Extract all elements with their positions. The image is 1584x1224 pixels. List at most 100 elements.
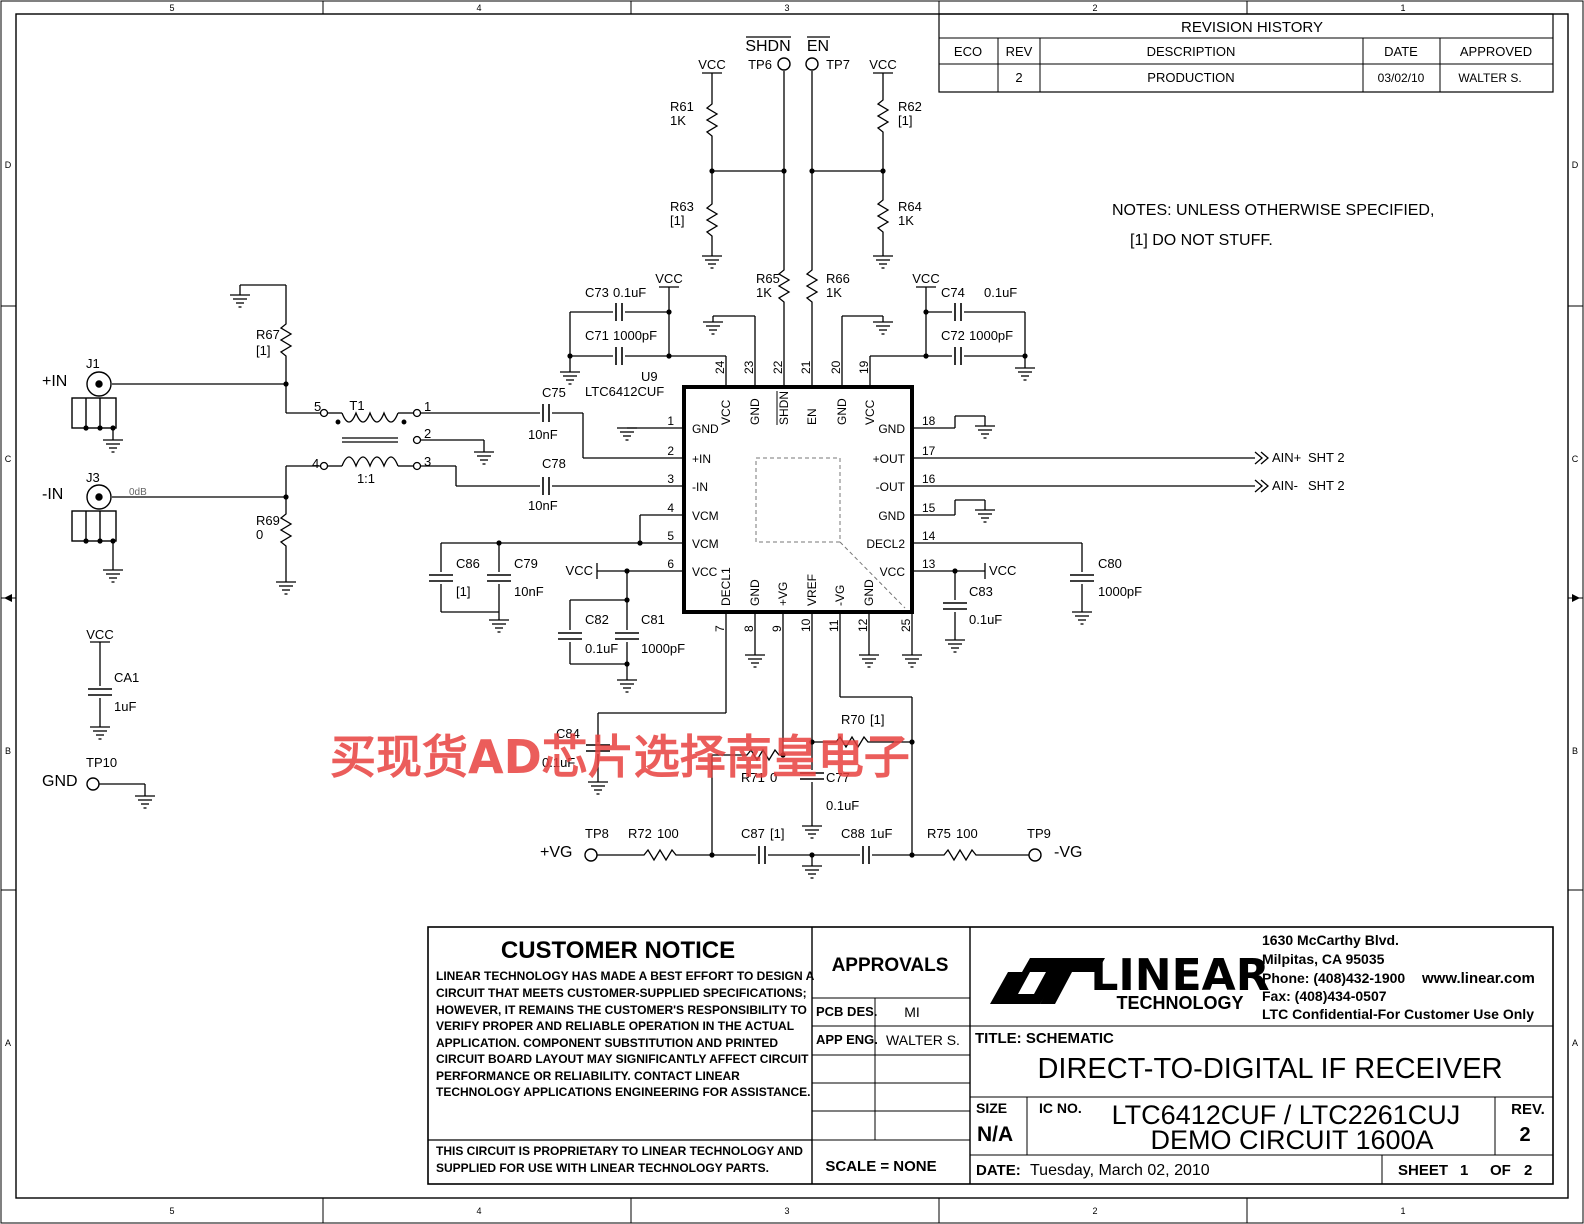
t1-pin4: 4: [312, 456, 319, 471]
net-vcc-2: VCC: [869, 57, 896, 72]
ic-pin-num-14: 14: [922, 529, 936, 543]
drawing-title: DIRECT-TO-DIGITAL IF RECEIVER: [1037, 1053, 1502, 1085]
ic-pin-name-18: GND: [878, 422, 905, 436]
ic-pin-num-3: 3: [667, 472, 674, 486]
tp9-label: TP9: [1027, 826, 1051, 841]
r63-val: [1]: [670, 213, 684, 228]
ic-pin-num-20: 20: [829, 360, 843, 374]
c71-val: 1000pF: [613, 328, 657, 343]
c81-ref: C81: [641, 612, 665, 627]
net-vcc-7: VCC: [989, 563, 1016, 578]
vcc-symbols: [90, 72, 986, 643]
zone-bottom-4: 4: [476, 1206, 481, 1216]
c84-val: 0.1uF: [542, 755, 575, 770]
u9-ref: U9: [641, 369, 658, 384]
net-ain-p-sheet: SHT 2: [1308, 450, 1345, 465]
offsheet-arrows: [1254, 451, 1269, 493]
tp8-circle: [584, 848, 598, 862]
app-eng-label: APP ENG.: [816, 1032, 878, 1047]
r66-ref: R66: [826, 271, 850, 286]
r65-ref: R65: [756, 271, 780, 286]
ic-pin-name-11: -VG: [833, 585, 847, 606]
j1-label: J1: [86, 356, 100, 371]
r71-val: 0: [770, 770, 777, 785]
r71-ref: R71: [741, 770, 765, 785]
rev-header-approved: APPROVED: [1460, 44, 1532, 59]
ic-pin-num-23: 23: [742, 360, 756, 374]
of-label: OF: [1490, 1162, 1511, 1179]
r69-ref: R69: [256, 513, 280, 528]
r70-val: [1]: [870, 712, 884, 727]
c87-val: [1]: [770, 826, 784, 841]
tp7-label: TP7: [826, 57, 850, 72]
r72-ref: R72: [628, 826, 652, 841]
ic-pin-name-20: GND: [835, 398, 849, 425]
t1-pin3: 3: [424, 454, 431, 469]
address-line-2: Milpitas, CA 95035: [1262, 951, 1385, 967]
ic-no-label: IC NO.: [1039, 1100, 1082, 1116]
t1-pin2: 2: [424, 426, 431, 441]
app-eng-value: WALTER S.: [886, 1032, 960, 1048]
ic-number: LTC6412CUF / LTC2261CUJ: [1112, 1100, 1461, 1130]
component-labels: VCC VCC VCC VCC VCC VCC VCC SHDN EN TP6 …: [42, 36, 1345, 861]
ic-pin-num-2: 2: [667, 444, 674, 458]
ic-pin-num-4: 4: [667, 501, 674, 515]
t1-label: T1: [349, 398, 364, 413]
c74-val: 0.1uF: [984, 285, 1017, 300]
ic-pin-labels: 24VCC23GND22SHDN21EN20GND19VCC1GND2+IN3-…: [667, 360, 935, 632]
tp10-circle: [86, 777, 100, 791]
ic-pin-name-10: VREF: [805, 574, 819, 606]
rev-header-description: DESCRIPTION: [1147, 44, 1236, 59]
net-ain-n-sheet: SHT 2: [1308, 478, 1345, 493]
zone-top-4: 4: [476, 3, 481, 13]
ic-pin-num-1: 1: [667, 414, 674, 428]
approvals-title: APPROVALS: [832, 955, 949, 976]
rev-value: 2: [1519, 1124, 1530, 1146]
zone-right-d: D: [1572, 160, 1579, 170]
c82-val: 0.1uF: [585, 641, 618, 656]
ic-pin-name-1: GND: [692, 422, 719, 436]
c72-ref: C72: [941, 328, 965, 343]
of-value: 2: [1524, 1162, 1532, 1179]
t1-pin1: 1: [424, 399, 431, 414]
rev-header-rev: REV: [1006, 44, 1033, 59]
r64-val: 1K: [898, 213, 914, 228]
ic-pin-num-9: 9: [770, 625, 784, 632]
ic-pin-name-23: GND: [748, 398, 762, 425]
c86-val: [1]: [456, 584, 470, 599]
transformer-t1: [319, 408, 422, 471]
zone-right-a: A: [1572, 1038, 1578, 1048]
rev-row-date: 03/02/10: [1378, 71, 1425, 85]
notes-item: [1] DO NOT STUFF.: [1130, 232, 1273, 249]
connector-j3: [71, 484, 117, 542]
t1-pin5: 5: [314, 399, 321, 414]
c86-ref: C86: [456, 556, 480, 571]
revision-history-title: REVISION HISTORY: [1181, 19, 1323, 36]
ic-pin-num-13: 13: [922, 557, 936, 571]
rev-row-rev: 2: [1015, 70, 1022, 85]
ic-pin-num-8: 8: [742, 625, 756, 632]
zone-left-b: B: [5, 746, 11, 756]
c81-val: 1000pF: [641, 641, 685, 656]
approvals: APPROVALS PCB DES. MI APP ENG. WALTER S.…: [816, 955, 960, 1175]
net-minus-in: -IN: [42, 486, 63, 503]
c77-val: 0.1uF: [826, 798, 859, 813]
ic-pin-num-22: 22: [771, 360, 785, 374]
net-plus-in: +IN: [42, 373, 67, 390]
rev-label: REV.: [1511, 1101, 1545, 1118]
zone-labels: 5 4 3 2 1 5 4 3 2 1 D C B A D C B A: [5, 3, 1579, 1216]
c79-ref: C79: [514, 556, 538, 571]
notice-line-6: CIRCUIT BOARD LAYOUT MAY SIGNIFICANTLY A…: [436, 1052, 809, 1066]
c72-val: 1000pF: [969, 328, 1013, 343]
zone-right-b: B: [1572, 746, 1578, 756]
ic-pin-num-17: 17: [922, 444, 936, 458]
c77-ref: C77: [826, 770, 850, 785]
r62-val: [1]: [898, 113, 912, 128]
j3-label: J3: [86, 470, 100, 485]
company-info: LINEAR TECHNOLOGY 1630 McCarthy Blvd. Mi…: [990, 932, 1535, 1022]
zone-left-a: A: [5, 1038, 11, 1048]
title-block: [427, 926, 1554, 1185]
ic-pin-name-24: VCC: [719, 399, 733, 425]
size-label: SIZE: [976, 1100, 1007, 1116]
ic-pin-name-17: +OUT: [873, 452, 906, 466]
